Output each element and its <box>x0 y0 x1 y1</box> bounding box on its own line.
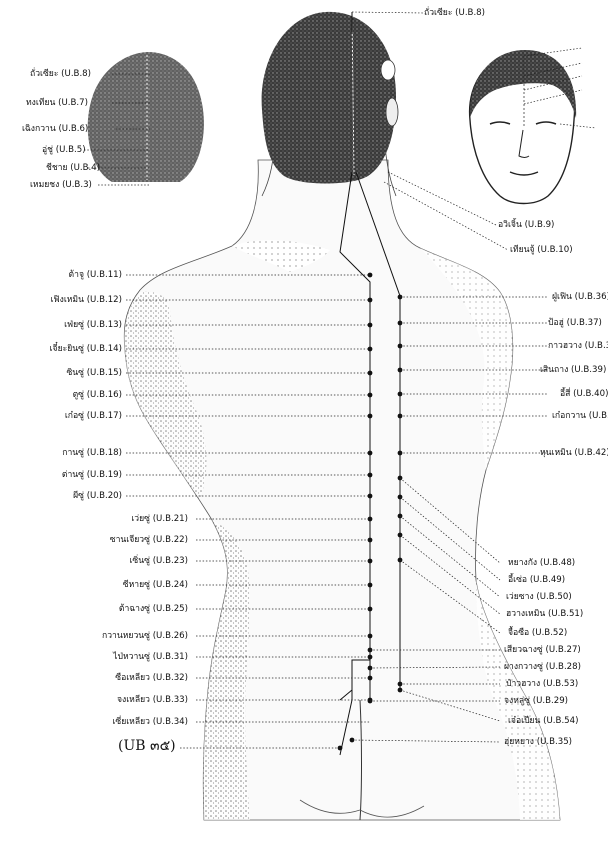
leader-neck-ub9 <box>388 172 496 225</box>
label-left-ub18: กานซู่ (U.B.18) <box>62 448 122 458</box>
label-left-ub24: ซีหายซู่ (U.B.24) <box>123 580 188 590</box>
label-left-ub14: เจี๋ยะยินซู่ (U.B.14) <box>50 344 122 354</box>
label-right-ub38: กาวฮวาง (U.B.38) <box>548 341 608 351</box>
label-left-ub19: ต่านซู่ (U.B.19) <box>62 470 122 480</box>
label-right-ub36: ฝู่เฟิน (U.B.36) <box>552 292 608 302</box>
label-head-4: อู่ชู่ (U.B.5) <box>42 145 86 155</box>
label-left-ub23: เซิ่นซู่ (U.B.23) <box>130 556 189 566</box>
label-right-ub53: ป๋าวฮวาง (U.B.53) <box>506 679 578 689</box>
label-right-ub28: ผางกวางซู่ (U.B.28) <box>504 662 581 672</box>
leader-top <box>352 12 424 13</box>
label-neck-ub9: อวิเจิ้น (U.B.9) <box>498 220 554 230</box>
label-left-ub22: ซานเจียวซู่ (U.B.22) <box>110 535 188 545</box>
label-left-ub12: เฟิงเหมิน (U.B.12) <box>51 295 122 305</box>
label-top-ub8: ถั่วเซียะ (U.B.8) <box>424 8 485 18</box>
label-head-1: ถั่วเซียะ (U.B.8) <box>30 69 91 79</box>
label-head-6: เหมยชง (U.B.3) <box>30 180 92 190</box>
label-left-ub32: ซือเหลียว (U.B.32) <box>115 673 188 683</box>
label-left-ub15: ซินซู่ (U.B.15) <box>66 368 122 378</box>
label-left-ub20: ผีซู่ (U.B.20) <box>73 491 122 501</box>
label-left-ub25: ต้าฉางซู่ (U.B.25) <box>119 604 188 614</box>
label-right-ub27: เสียวฉางซู่ (U.B.27) <box>504 645 581 655</box>
label-left-ub26: กวานหยวนซู่ (U.B.26) <box>102 631 188 641</box>
label-right-ub51: ฮวางเหมิน (U.B.51) <box>506 609 583 619</box>
label-right-ub52: จื้อซือ (U.B.52) <box>508 628 567 638</box>
label-head-5: ชีชาย (U.B.4) <box>46 163 100 173</box>
label-left-ub21: เว่ยซู่ (U.B.21) <box>131 514 188 524</box>
label-head-3: เฉิงกวาน (U.B.6) <box>22 124 88 134</box>
head-top-view <box>88 52 204 182</box>
label-left-ub11: ต้าจู (U.B.11) <box>69 270 122 280</box>
label-right-ub49: อี้เซ่อ (U.B.49) <box>508 575 565 585</box>
label-left-ub33: จงเหลียว (U.B.33) <box>117 695 188 705</box>
label-right-ub39: เสินถาง (U.B.39) <box>540 365 606 375</box>
label-left-ub17: เก๋อซู่ (U.B.17) <box>65 411 122 421</box>
label-right-ub37: ป้อฮู่ (U.B.37) <box>548 318 602 328</box>
acupoint-caption <box>338 746 343 751</box>
label-neck-ub10: เทียนจู้ (U.B.10) <box>510 245 573 255</box>
label-left-ub13: เฟ่ยซู่ (U.B.13) <box>64 320 122 330</box>
label-right-ub50: เว่ยซาง (U.B.50) <box>506 592 572 602</box>
face-front-view <box>470 50 577 204</box>
label-right-ub48: หยางกัง (U.B.48) <box>508 558 575 568</box>
label-right-ub54: เจ๋อเปียน (U.B.54) <box>508 716 578 726</box>
label-right-ub40: อี้สี่ (U.B.40) <box>560 389 608 399</box>
label-right-ub41: เก๋อกวาน (U.B.41) <box>552 411 608 421</box>
label-head-2: ทงเทียน (U.B.7) <box>26 98 88 108</box>
label-left-ub16: ตูซู่ (U.B.16) <box>73 390 122 400</box>
label-right-ub35: ฮุ่ยหยาง (U.B.35) <box>504 737 572 747</box>
label-right-ub42: หุนเหมิน (U.B.42) <box>540 448 608 458</box>
label-left-ub34: เซี่ยเหลียว (U.B.34) <box>112 717 188 727</box>
figure-caption: (UB ๓๕) <box>118 738 176 754</box>
label-left-ub31: ไป่หวานซู่ (U.B.31) <box>113 652 188 662</box>
label-right-ub29: จงหลู่ซู่ (U.B.29) <box>504 696 568 706</box>
